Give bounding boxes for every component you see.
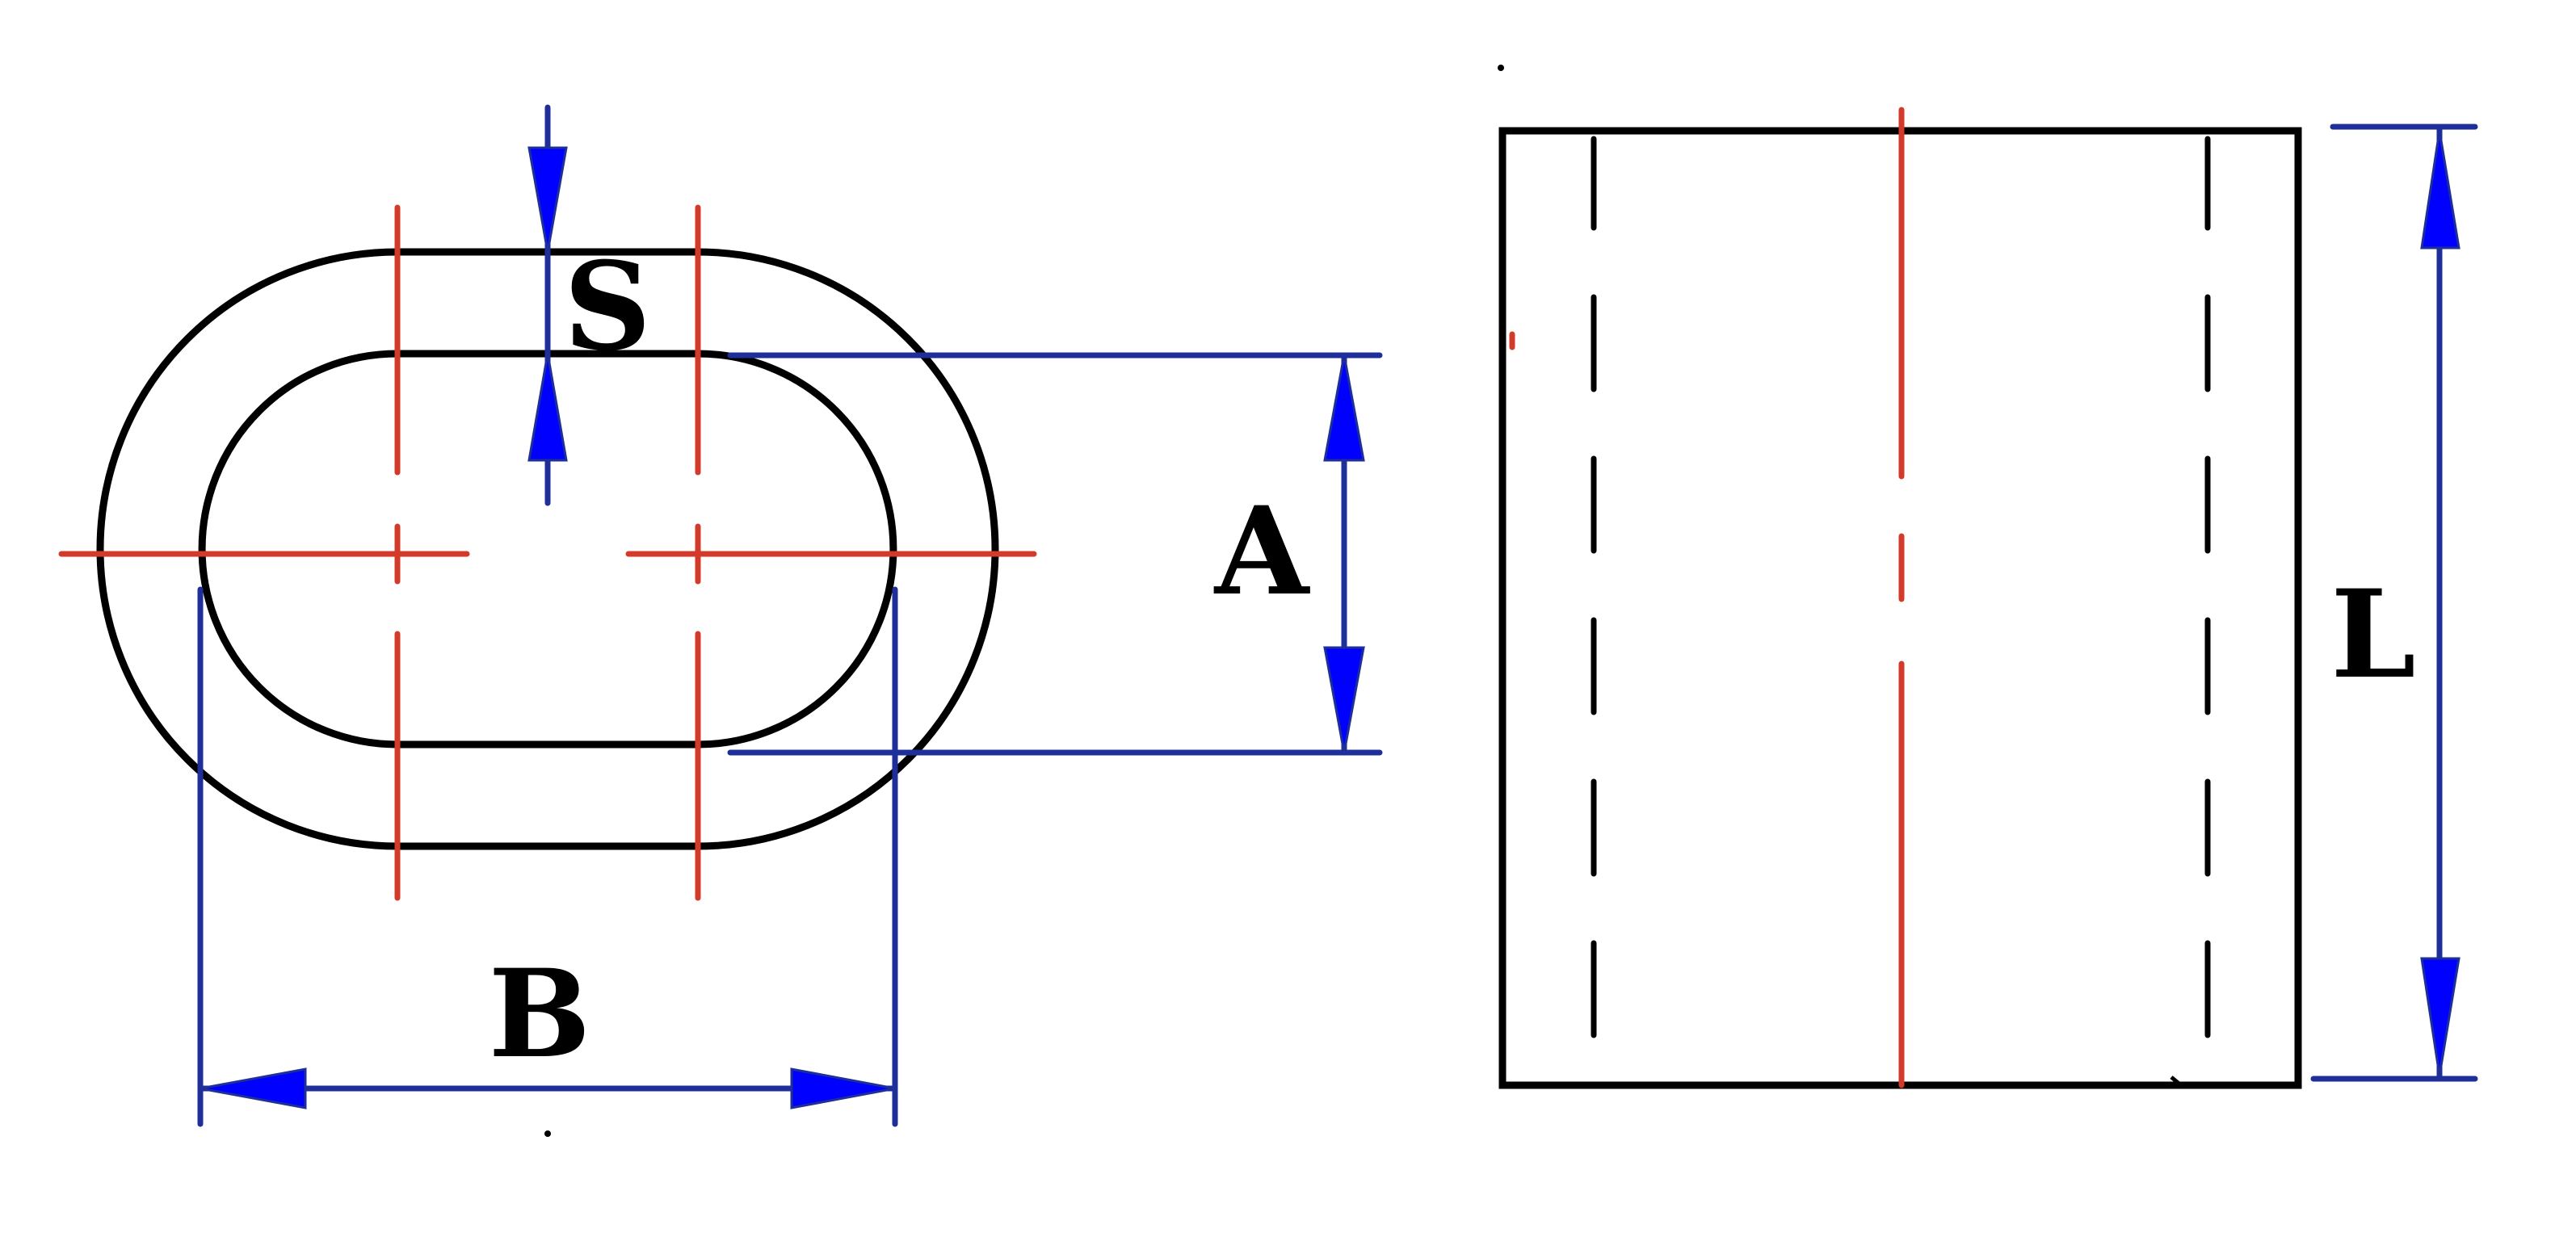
chain-link-side-view: L	[1498, 65, 2478, 1089]
side-view-centerline	[1509, 107, 1905, 1088]
dimension-a-arrow-top	[1323, 354, 1365, 462]
dimension-b-label: B	[489, 943, 591, 1085]
dimension-s-label: S	[564, 236, 651, 378]
dimension-l-label: L	[2330, 564, 2415, 706]
dimension-a-arrow-bottom	[1323, 646, 1365, 753]
stray-tick-bottom	[2170, 1076, 2183, 1087]
stray-dot-bottom	[544, 1130, 551, 1137]
chain-link-end-view: S A B	[58, 104, 1383, 1137]
dimension-b-arrow-left	[200, 1067, 307, 1109]
dimension-s-arrow-bottom	[527, 353, 568, 462]
stray-dot-top	[1498, 65, 1504, 71]
dimension-b: B	[197, 586, 898, 1127]
dimension-a: A	[727, 352, 1383, 756]
dimension-b-arrow-right	[790, 1067, 896, 1109]
dimension-s-arrow-top	[527, 146, 568, 253]
dimension-l: L	[2310, 124, 2478, 1082]
dimension-l-arrow-top	[2420, 130, 2460, 250]
link-centerlines	[58, 204, 1037, 901]
dimension-a-label: A	[1213, 480, 1311, 623]
dimension-l-arrow-bottom	[2420, 957, 2460, 1076]
dimension-s: S	[527, 104, 651, 506]
